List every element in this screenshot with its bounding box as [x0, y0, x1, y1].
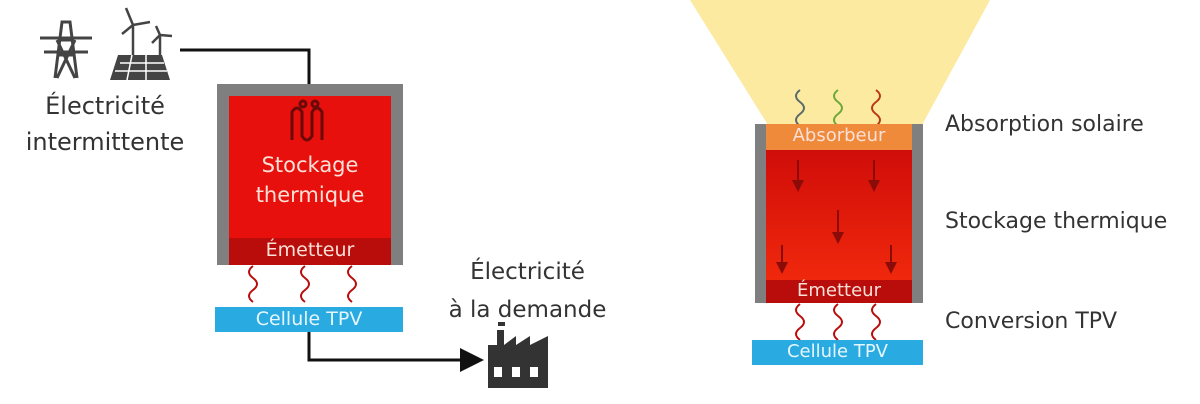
wind-solar-icon: [110, 7, 173, 81]
right-radiation-waves: [795, 303, 881, 341]
left-cell: [215, 307, 403, 332]
right-emitter: [766, 280, 912, 303]
right-cell: [752, 340, 923, 365]
heater-icon: [290, 99, 324, 142]
left-cell-label: Cellule TPV: [255, 308, 363, 330]
source-label-line1: Électricité: [45, 92, 165, 120]
input-wire: [180, 48, 311, 100]
right-absorber-label: Absorbeur: [792, 125, 886, 146]
left-radiation-waves: [248, 265, 357, 303]
label-absorption: Absorption solaire: [945, 112, 1144, 137]
output-label-line1: Électricité: [470, 259, 585, 285]
right-absorber: [766, 124, 912, 150]
source-label-line2: intermittente: [25, 128, 185, 156]
right-emitter-label: Émetteur: [797, 280, 881, 301]
factory-icon: [488, 322, 548, 388]
heat-flow-arrows: [776, 160, 897, 274]
pylon-icon: [40, 20, 92, 79]
left-emitter: [229, 238, 391, 265]
sunlight-beam: [690, 0, 990, 125]
left-storage: [229, 96, 391, 240]
storage-line2: thermique: [255, 183, 365, 207]
left-emitter-label: Émetteur: [265, 239, 355, 261]
output-label-line2: à la demande: [448, 297, 607, 323]
left-storage-label: Stockage thermique: [229, 150, 391, 210]
sunlight-waves: [795, 89, 881, 127]
output-label: Électricité à la demande: [440, 253, 615, 329]
source-label: Électricité intermittente: [20, 88, 190, 160]
label-conversion: Conversion TPV: [945, 309, 1118, 334]
label-storage: Stockage thermique: [945, 209, 1168, 234]
right-cell-label: Cellule TPV: [786, 341, 888, 362]
output-wire: [307, 332, 484, 372]
storage-line1: Stockage: [261, 153, 359, 177]
